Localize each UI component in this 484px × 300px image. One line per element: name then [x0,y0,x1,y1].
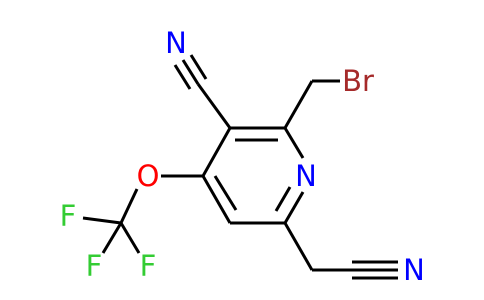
bond-c2-ch2 [283,80,314,129]
bromine-label: Br [342,64,374,98]
bonds [82,54,398,280]
bond-c6-ch2 [283,222,314,271]
oxygen-label: O [137,159,160,193]
bond-n1-c6 [283,191,305,224]
bond-cf3-f-bottom-right [119,222,141,254]
fluorine-bottom-right-label: F [140,249,157,283]
bond-c4-c3 [201,127,232,177]
bond-c5-c4 [201,175,232,224]
bond-c5-c4-inner [213,175,238,211]
bond-cf3-f-bottom-left [101,222,123,254]
fluorine-left-label: F [60,199,77,233]
bond-cn-triple-1 [181,59,200,85]
atom-labels: N Br N O F F F N [60,26,425,287]
ring-nitrogen-label: N [295,159,317,193]
bond-c3-cn [196,83,232,129]
fluorine-bottom-left-label: F [86,249,103,283]
bond-cn-triple-3 [173,64,192,90]
bond-o-cf3 [119,188,139,224]
bond-c2-n1 [283,127,305,159]
bond-cf3-f-left [82,216,122,225]
nitrile-n-top-label: N [165,26,187,60]
bond-n1-c6-inner [274,186,292,212]
nitrile-n-right-label: N [403,253,425,287]
bond-cn-triple-2 [189,54,208,80]
